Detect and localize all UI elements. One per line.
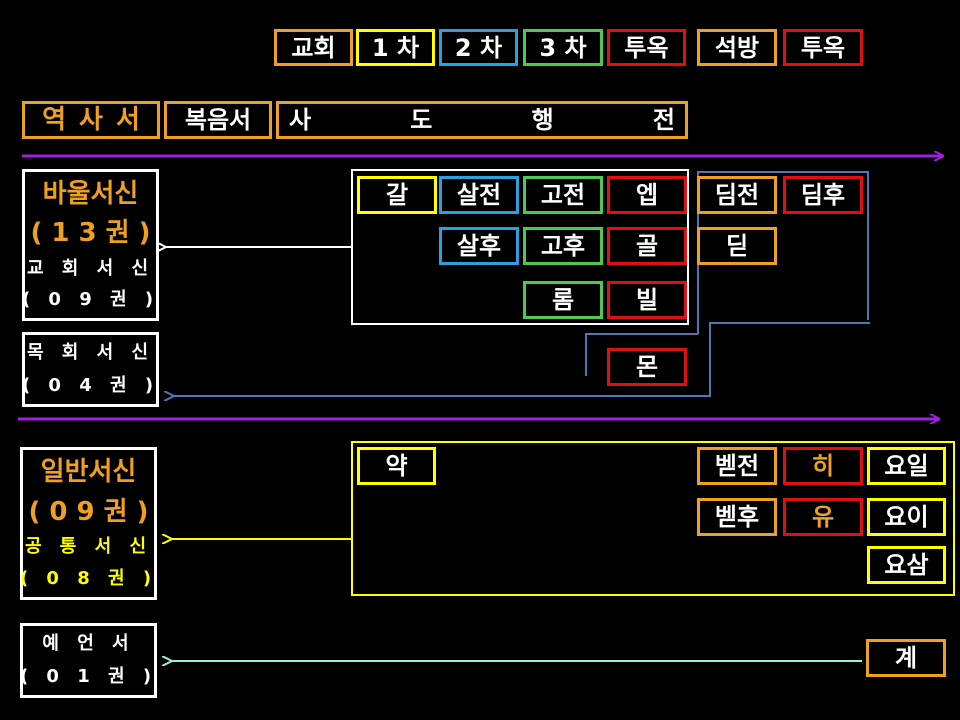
- common-epistles-count: ( 0 8 권 ): [19, 568, 158, 590]
- book-2-timothy: 딤후: [783, 176, 863, 214]
- pastoral-count: ( 0 4 권 ): [21, 374, 160, 396]
- legend-second-journey: 2 차: [439, 29, 518, 66]
- church-epistles-label: 교 회 서 신: [26, 257, 155, 279]
- book-jude: 유: [783, 498, 863, 536]
- legend-first-imprisonment: 투옥: [607, 29, 686, 66]
- pastoral-connector-low: [172, 322, 870, 396]
- book-1-john: 요일: [867, 447, 946, 485]
- book-romans: 롬: [523, 281, 603, 319]
- book-philemon: 몬: [607, 348, 687, 386]
- history-label: 역 사 서: [22, 101, 160, 139]
- book-galatians: 갈: [357, 176, 437, 214]
- prophecy-count: ( 0 1 권 ): [19, 665, 158, 687]
- book-1-timothy: 딤전: [697, 176, 777, 214]
- common-epistles-label: 공 통 서 신: [24, 536, 153, 558]
- acts-char-1: 사: [289, 106, 312, 134]
- general-epistles-label: 일반서신 ( 0 9 권 ) 공 통 서 신 ( 0 8 권 ): [20, 447, 157, 600]
- book-2-thessalonians: 살후: [439, 227, 519, 265]
- general-title: 일반서신: [40, 456, 137, 487]
- pauline-epistles-label: 바울서신 ( 1 3 권 ) 교 회 서 신 ( 0 9 권 ): [22, 169, 159, 321]
- gospels-box: 복음서: [164, 101, 272, 139]
- pastoral-epistles-label: 목 회 서 신 ( 0 4 권 ): [22, 332, 159, 407]
- book-revelation: 계: [866, 639, 946, 677]
- legend-third-journey: 3 차: [523, 29, 603, 66]
- book-2-corinthians: 고후: [523, 227, 603, 265]
- pastoral-connector-mid: [585, 333, 698, 376]
- book-ephesians: 엡: [607, 176, 687, 214]
- general-epistles-panel: [351, 441, 955, 596]
- church-epistles-panel: [351, 169, 689, 325]
- legend-release: 석방: [697, 29, 777, 66]
- book-titus: 딛: [697, 227, 777, 265]
- book-hebrews: 히: [783, 447, 863, 485]
- acts-box: 사 도 행 전: [276, 101, 688, 139]
- acts-char-2: 도: [410, 106, 433, 134]
- acts-char-3: 행: [531, 106, 554, 134]
- general-count: ( 0 9 권 ): [28, 496, 149, 527]
- book-2-peter: 벧후: [697, 498, 777, 536]
- book-3-john: 요삼: [867, 546, 946, 584]
- prophecy-label: 예 언 서 ( 0 1 권 ): [20, 623, 157, 698]
- legend-church: 교회: [274, 29, 353, 66]
- church-epistles-count: ( 0 9 권 ): [21, 289, 160, 311]
- book-colossians: 골: [607, 227, 687, 265]
- acts-char-4: 전: [652, 106, 675, 134]
- book-2-john: 요이: [867, 498, 946, 536]
- legend-first-journey: 1 차: [356, 29, 435, 66]
- legend-second-imprisonment: 투옥: [783, 29, 863, 66]
- book-1-corinthians: 고전: [523, 176, 603, 214]
- pauline-count: ( 1 3 권 ): [30, 218, 151, 249]
- prophecy-title: 예 언 서: [42, 633, 135, 655]
- pastoral-label: 목 회 서 신: [26, 342, 155, 364]
- pauline-title: 바울서신: [42, 178, 139, 209]
- book-1-thessalonians: 살전: [439, 176, 519, 214]
- book-1-peter: 벧전: [697, 447, 777, 485]
- book-philippians: 빌: [607, 281, 687, 319]
- book-james: 약: [357, 447, 436, 485]
